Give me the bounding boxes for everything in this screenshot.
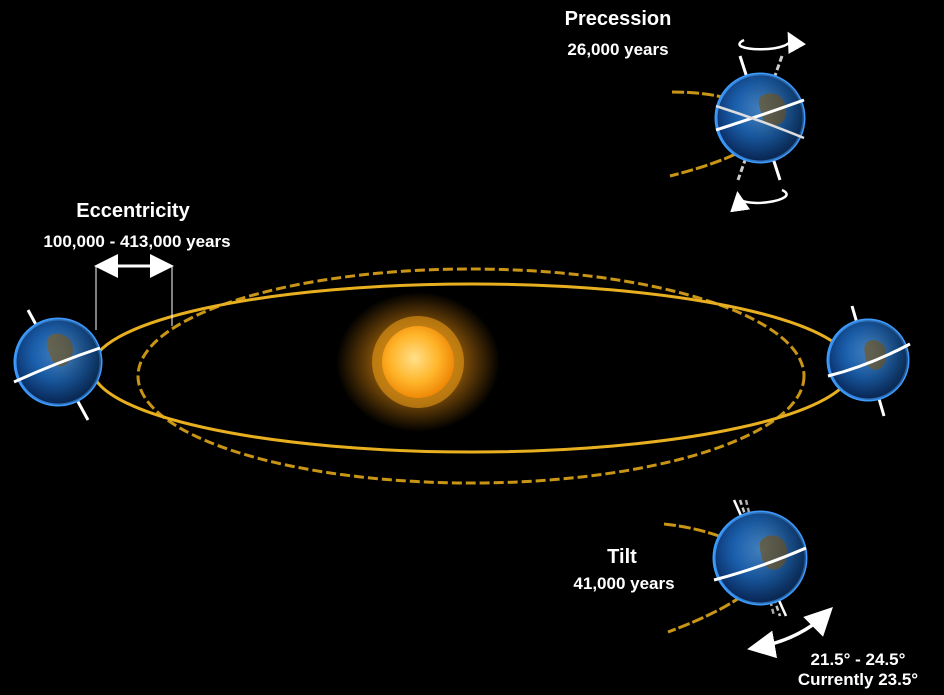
eccentricity-period: 100,000 - 413,000 years — [43, 232, 231, 251]
earth-equator — [13, 346, 101, 384]
eccentricity-title: Eccentricity — [76, 200, 190, 222]
tilt-range-arrow — [747, 607, 833, 659]
tilt-title: Tilt — [607, 546, 637, 568]
precession-rotation-arrow-bottom — [730, 188, 788, 213]
earth-equator-a — [715, 98, 805, 132]
earth-right — [826, 305, 911, 417]
tilt-current: Currently 23.5° — [797, 670, 919, 689]
earth-equator — [827, 342, 911, 378]
earth-shade — [716, 74, 804, 162]
sun — [336, 292, 500, 432]
tilt-earth — [712, 499, 808, 617]
eccentricity-indicator — [94, 254, 174, 330]
precession-period: 26,000 years — [567, 40, 669, 59]
tilt-illustration — [663, 499, 833, 659]
earth-left — [13, 309, 103, 421]
tilt-orbit-arc — [663, 522, 765, 634]
tilt-period: 41,000 years — [573, 574, 675, 593]
precession-illustration — [669, 31, 806, 213]
precession-title: Precession — [564, 8, 672, 30]
precession-rotation-arrow-top — [738, 31, 806, 54]
tilt-range: 21.5° - 24.5° — [810, 650, 906, 669]
precession-earth — [714, 55, 806, 181]
earth-shade — [828, 320, 908, 400]
earth-equator — [713, 546, 807, 582]
orbit-dashed — [136, 267, 806, 485]
earth-equator-b — [715, 104, 805, 140]
sun-core — [382, 326, 454, 398]
earth-shade — [714, 512, 806, 604]
